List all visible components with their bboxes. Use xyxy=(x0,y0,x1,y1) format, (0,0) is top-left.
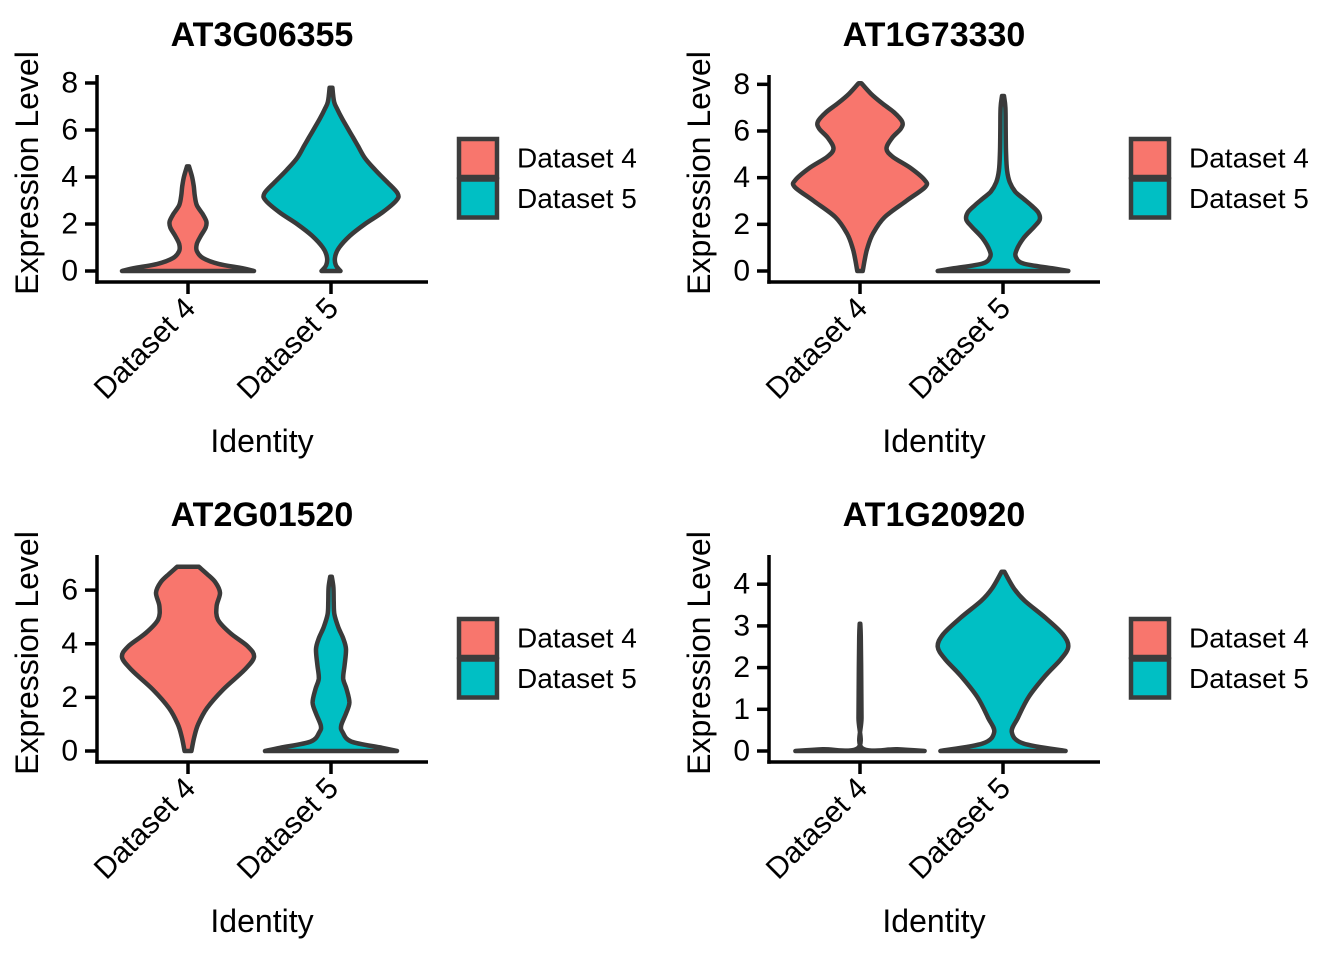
legend-key-dataset-5 xyxy=(456,657,500,700)
y-tick-label: 2 xyxy=(733,208,750,241)
violin-dataset-4 xyxy=(119,564,257,754)
violin-dataset-5 xyxy=(261,85,401,274)
legend-key-dataset-5 xyxy=(456,177,500,220)
x-tick-label: Dataset 4 xyxy=(760,772,874,886)
y-tick-label: 0 xyxy=(61,735,78,768)
panel-title: AT2G01520 xyxy=(171,496,354,534)
y-tick-label: 0 xyxy=(61,255,78,288)
y-tick-label: 6 xyxy=(733,115,750,148)
legend-label: Dataset 4 xyxy=(1189,143,1309,174)
violin-dataset-5 xyxy=(262,574,400,754)
y-tick-label: 2 xyxy=(733,651,750,684)
x-axis-label: Identity xyxy=(882,423,985,459)
x-axis-label: Identity xyxy=(210,423,313,459)
panel-title: AT1G20920 xyxy=(843,496,1026,534)
legend-label: Dataset 5 xyxy=(1189,663,1309,694)
legend-label: Dataset 4 xyxy=(1189,623,1309,654)
legend-key-dataset-5 xyxy=(1128,177,1172,220)
y-tick-label: 0 xyxy=(733,735,750,768)
panel-title: AT1G73330 xyxy=(843,16,1026,54)
x-tick-label: Dataset 5 xyxy=(231,292,345,406)
y-tick-label: 4 xyxy=(61,627,78,660)
legend-key-dataset-4 xyxy=(1128,616,1172,660)
y-tick-label: 8 xyxy=(733,68,750,101)
y-tick-label: 8 xyxy=(61,66,78,99)
y-tick-label: 0 xyxy=(733,255,750,288)
legend-label: Dataset 5 xyxy=(1189,183,1309,214)
y-tick-label: 4 xyxy=(733,161,750,194)
y-tick-label: 4 xyxy=(733,568,750,601)
y-tick-label: 6 xyxy=(61,574,78,607)
x-axis-label: Identity xyxy=(210,903,313,939)
legend-key-dataset-5 xyxy=(1128,657,1172,700)
y-tick-label: 4 xyxy=(61,160,78,193)
y-axis-label: Expression Level xyxy=(9,531,45,775)
y-axis-label: Expression Level xyxy=(681,51,717,295)
y-axis-label: Expression Level xyxy=(681,531,717,775)
legend-label: Dataset 5 xyxy=(517,663,637,694)
x-tick-label: Dataset 4 xyxy=(88,292,202,406)
violin-dataset-4 xyxy=(790,80,930,274)
legend-key-dataset-4 xyxy=(456,136,500,180)
y-tick-label: 2 xyxy=(61,681,78,714)
x-axis-label: Identity xyxy=(882,903,985,939)
legend-label: Dataset 4 xyxy=(517,623,637,654)
x-tick-label: Dataset 5 xyxy=(903,292,1017,406)
y-tick-label: 3 xyxy=(733,609,750,642)
violin-dataset-5 xyxy=(935,93,1071,274)
y-tick-label: 6 xyxy=(61,113,78,146)
panel-title: AT3G06355 xyxy=(171,16,354,54)
violin-dataset-5 xyxy=(935,569,1071,754)
legend-label: Dataset 4 xyxy=(517,143,637,174)
y-axis-label: Expression Level xyxy=(9,51,45,295)
y-tick-label: 1 xyxy=(733,693,750,726)
legend-label: Dataset 5 xyxy=(517,183,637,214)
legend-key-dataset-4 xyxy=(1128,136,1172,180)
y-tick-label: 2 xyxy=(61,207,78,240)
x-tick-label: Dataset 5 xyxy=(231,772,345,886)
violin-dataset-4 xyxy=(793,621,927,754)
violin-dataset-4 xyxy=(119,164,257,274)
x-tick-label: Dataset 5 xyxy=(903,772,1017,886)
x-tick-label: Dataset 4 xyxy=(760,292,874,406)
legend-key-dataset-4 xyxy=(456,616,500,660)
x-tick-label: Dataset 4 xyxy=(88,772,202,886)
